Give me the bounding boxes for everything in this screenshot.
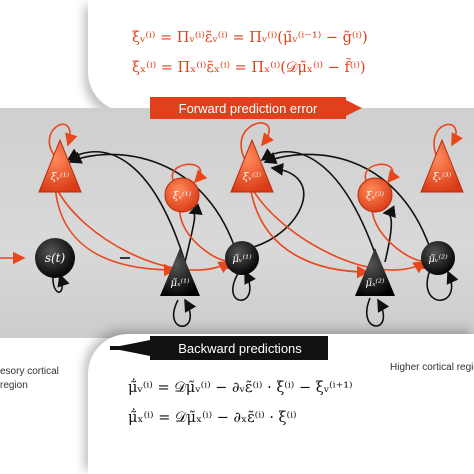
- error-equations-panel: [88, 0, 474, 112]
- input-unit: s(t): [35, 238, 75, 278]
- equation-xi-x: ξₓ⁽ⁱ⁾ = Πₓ⁽ⁱ⁾ε̃ₓ⁽ⁱ⁾ = Πₓ⁽ⁱ⁾(𝒟μ̃ₓ⁽ⁱ⁾ − f̃…: [132, 60, 366, 76]
- cause-unit-v2-label: μ̃ᵥ⁽²⁾: [428, 254, 448, 265]
- error-unit-x1: ξₓ⁽¹⁾: [164, 177, 200, 213]
- error-unit-v1: ξᵥ⁽¹⁾: [38, 138, 82, 193]
- error-unit-v2: ξᵥ⁽²⁾: [230, 138, 274, 193]
- sensory-region-label: esory cortical region: [0, 366, 59, 391]
- input-unit-label: s(t): [45, 251, 66, 265]
- error-unit-v2-label: ξᵥ⁽²⁾: [243, 172, 262, 183]
- state-unit-x2-label: μ̃ₓ⁽²⁾: [366, 278, 386, 289]
- error-unit-x2-label: ξₓ⁽²⁾: [366, 191, 385, 202]
- cause-unit-v1: μ̃ᵥ⁽¹⁾: [225, 241, 259, 275]
- error-unit-v3-label: ξᵥ⁽³⁾: [433, 172, 452, 183]
- cause-unit-v1-label: μ̃ᵥ⁽¹⁾: [232, 254, 252, 265]
- backward-arrow-label: Backward predictions: [178, 341, 302, 356]
- state-unit-x1-label: μ̃ₓ⁽¹⁾: [171, 278, 191, 289]
- error-unit-x1-label: ξₓ⁽¹⁾: [173, 191, 192, 202]
- prediction-connections: [0, 148, 459, 328]
- forward-arrow: Forward prediction error: [150, 97, 362, 119]
- equation-mu-v-dot: μ̃̇ᵥ⁽ⁱ⁾ = 𝒟μ̃ᵥ⁽ⁱ⁾ − ∂ᵥε̃⁽ⁱ⁾ · ξ⁽ⁱ⁾ − ξᵥ⁽…: [128, 380, 353, 396]
- equation-mu-x-dot: μ̃̇ₓ⁽ⁱ⁾ = 𝒟μ̃ₓ⁽ⁱ⁾ − ∂ₓε̃⁽ⁱ⁾ · ξ⁽ⁱ⁾: [128, 410, 297, 426]
- error-unit-x2: ξₓ⁽²⁾: [357, 177, 393, 213]
- error-unit-v1-label: ξᵥ⁽¹⁾: [51, 172, 70, 183]
- forward-arrow-label: Forward prediction error: [179, 101, 318, 116]
- state-unit-x1: μ̃ₓ⁽¹⁾: [160, 248, 200, 296]
- higher-region-label: Higher cortical regio: [390, 362, 474, 373]
- backward-arrow: Backward predictions: [110, 336, 328, 360]
- error-unit-v3: ξᵥ⁽³⁾: [420, 138, 464, 193]
- equation-xi-v: ξᵥ⁽ⁱ⁾ = Πᵥ⁽ⁱ⁾ε̃ᵥ⁽ⁱ⁾ = Πᵥ⁽ⁱ⁾(μ̃ᵥ⁽ⁱ⁻¹⁾ − g…: [132, 30, 368, 46]
- cause-unit-v2: μ̃ᵥ⁽²⁾: [421, 241, 455, 275]
- state-unit-x2: μ̃ₓ⁽²⁾: [355, 248, 395, 296]
- error-connections: [48, 122, 463, 279]
